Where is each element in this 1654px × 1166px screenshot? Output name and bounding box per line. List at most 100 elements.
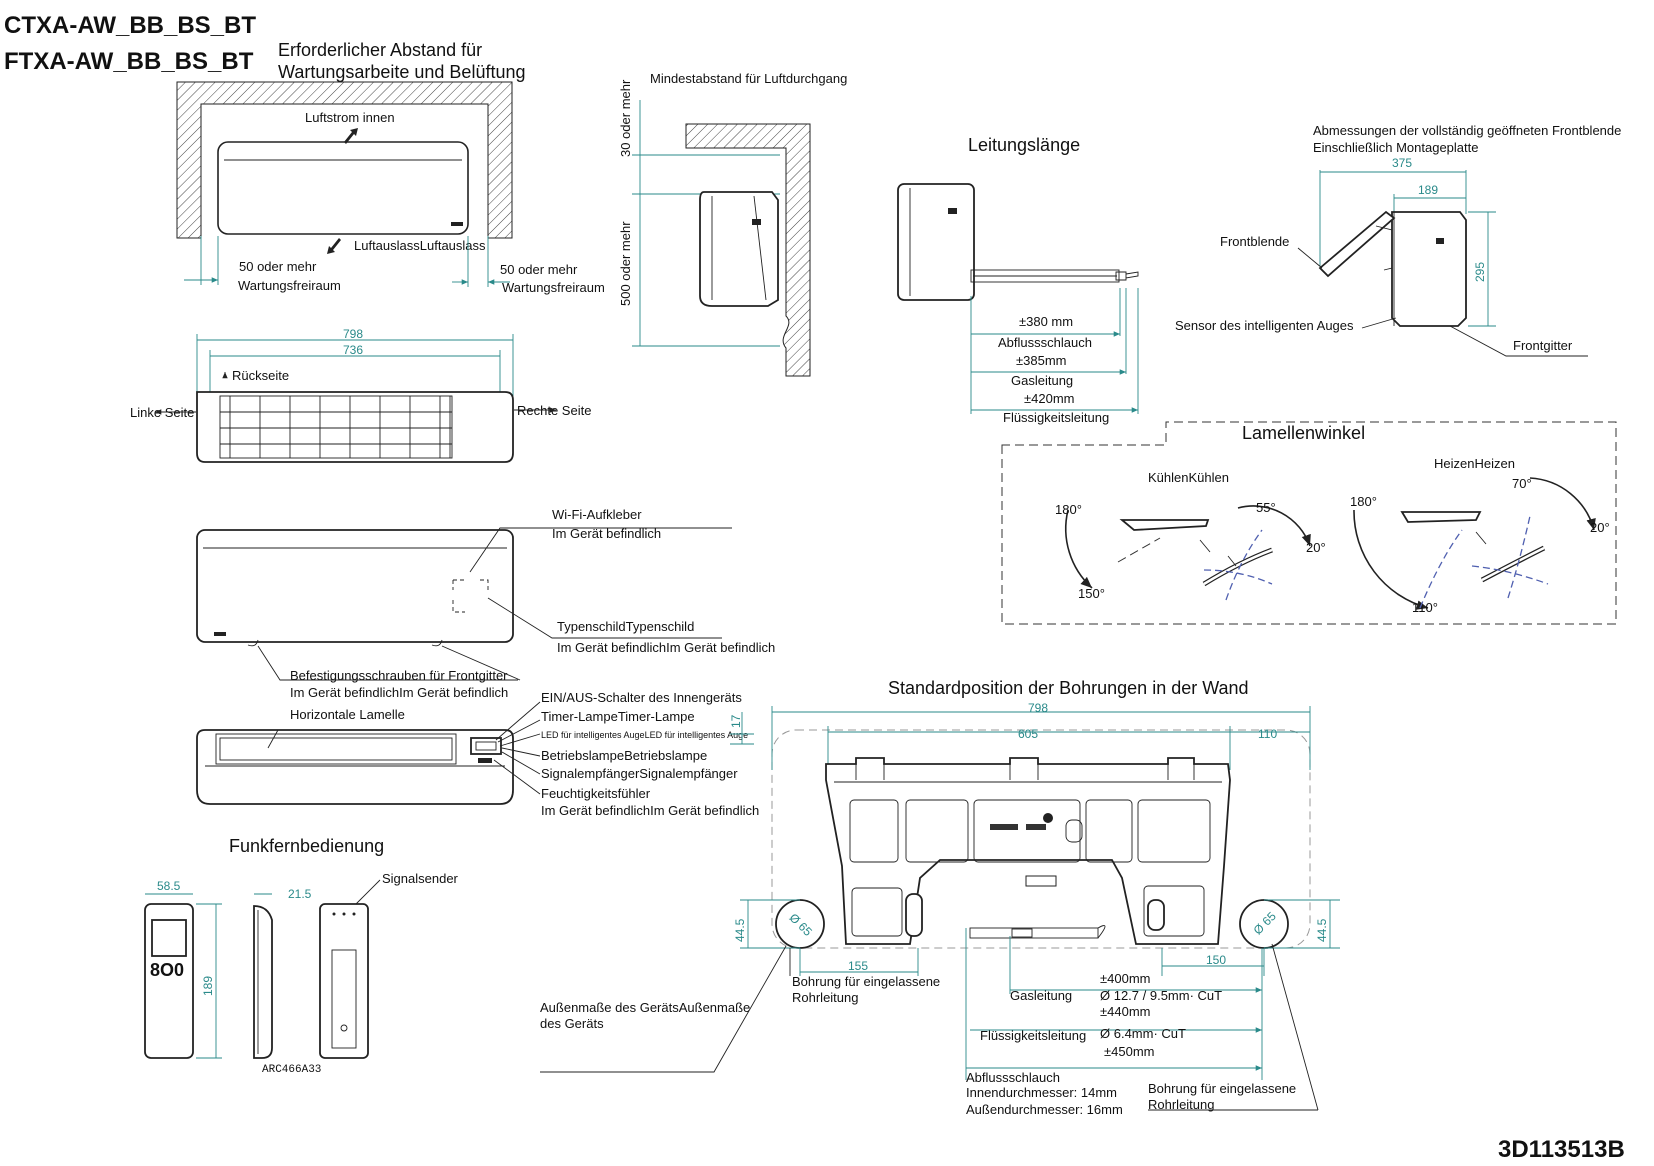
outer-dim-2: des Geräts — [540, 1016, 604, 1031]
signal-transmitter-label: Signalsender — [382, 871, 459, 886]
operation-label: BetriebslampeBetriebslampe — [541, 748, 707, 763]
bottom-clearance-value: 500 oder mehr — [618, 221, 633, 306]
signal-label: SignalempfängerSignalempfänger — [541, 766, 738, 781]
open-panel-depth: 189 — [1418, 183, 1438, 197]
bore-left-2: Rohrleitung — [792, 990, 859, 1005]
remote-width: 58.5 — [157, 879, 181, 893]
airflow-out-label: LuftauslassLuftauslass — [354, 238, 486, 253]
left-side-label: Linke Seite — [130, 405, 194, 420]
left-clearance-label: Wartungsfreiraum — [238, 278, 341, 293]
open-panel-title-1: Abmessungen der vollständig geöffneten F… — [1313, 123, 1621, 138]
led-label: LED für intelligentes AugeLED für intell… — [541, 730, 748, 740]
bore-right-2: Rohrleitung — [1148, 1097, 1215, 1112]
wall-drain-outer: Außendurchmesser: 16mm — [966, 1102, 1123, 1117]
front-grille-label: Frontgitter — [1513, 338, 1573, 353]
louver-angle-view: Lamellenwinkel KühlenKühlen 180° 150° 55… — [1001, 421, 1617, 625]
drawing-number: 3D113513B — [1498, 1136, 1625, 1163]
remote-screen — [151, 919, 187, 957]
bore-right-1: Bohrung für eingelassene — [1148, 1081, 1296, 1096]
remote-buttons: 8O0 — [150, 960, 184, 980]
indoor-unit-front — [217, 141, 469, 235]
ceiling-wall-hatch — [685, 123, 811, 377]
cooling-angle-20: 20° — [1306, 540, 1326, 555]
title-block: CTXA-AW_BB_BS_BT FTXA-AW_BB_BS_BT 3D1135… — [4, 12, 1625, 1163]
left-clearance-value: 50 oder mehr — [239, 259, 317, 274]
gas-label: Gasleitung — [1011, 373, 1073, 388]
louver-title: Lamellenwinkel — [1242, 423, 1365, 443]
screws-sub-label: Im Gerät befindlichIm Gerät befindlich — [290, 685, 508, 700]
heating-diagram: HeizenHeizen 180° 110° 70° 20° — [1350, 456, 1610, 615]
pipe-length-title: Leitungslänge — [968, 135, 1080, 155]
heating-angle-180: 180° — [1350, 494, 1377, 509]
remote-height: 189 — [201, 976, 215, 996]
top-view: 798 736 Rückseite Linke Seite Rechte Sei… — [130, 327, 591, 463]
bottom-view: Horizontale Lamelle EIN/AUS-Schalter des… — [196, 690, 759, 818]
wall-drain-label: Abflussschlauch — [966, 1070, 1060, 1085]
right-clearance-label: Wartungsfreiraum — [502, 280, 605, 295]
airflow-out-arrow-icon — [327, 238, 341, 254]
drain-length: ±380 mm — [1019, 314, 1073, 329]
clearance-title-1: Erforderlicher Abstand für — [278, 40, 482, 60]
side-clearance-title: Mindestabstand für Luftdurchgang — [650, 71, 847, 86]
bottom-dim-17: 17 — [729, 714, 743, 728]
wall-hatch — [176, 81, 513, 239]
rear-label: Rückseite — [232, 368, 289, 383]
model-line-1: CTXA-AW_BB_BS_BT — [4, 12, 256, 39]
indoor-unit-bottom — [196, 729, 514, 805]
wall-holes-view: Standardposition der Bohrungen in der Wa… — [540, 678, 1340, 1117]
open-panel-view: Abmessungen der vollständig geöffneten F… — [1175, 123, 1621, 357]
indoor-unit-front-view — [196, 529, 514, 643]
clearance-title-2: Wartungsarbeite und Belüftung — [278, 62, 526, 82]
humidity-sub-label: Im Gerät befindlichIm Gerät befindlich — [541, 803, 759, 818]
outer-dim-1: Außenmaße des GerätsAußenmaße — [540, 1000, 750, 1015]
unit-outline — [771, 729, 1311, 949]
bore-left-1: Bohrung für eingelassene — [792, 974, 940, 989]
open-panel-height: 295 — [1473, 262, 1487, 282]
remote-side — [253, 905, 273, 1059]
front-panel-label: Frontblende — [1220, 234, 1289, 249]
top-clearance-value: 30 oder mehr — [618, 79, 633, 157]
right-side-label: Rechte Seite — [517, 403, 591, 418]
liquid-label: Flüssigkeitsleitung — [1003, 410, 1109, 425]
heating-angle-110: 110° — [1412, 600, 1438, 615]
wall-dim-mid: 605 — [1018, 727, 1038, 741]
heating-angle-70: 70° — [1512, 476, 1532, 491]
top-view-inner: 736 — [343, 343, 363, 357]
cooling-angle-180: 180° — [1055, 502, 1082, 517]
remote-model: ARC466A33 — [262, 1064, 321, 1076]
indoor-unit-top — [196, 391, 514, 463]
airflow-in-arrow-icon — [344, 128, 358, 144]
open-panel-total: 375 — [1392, 156, 1412, 170]
side-clearance-view: Mindestabstand für Luftdurchgang 30 oder… — [618, 71, 847, 377]
wall-liquid-spec: Ø 6.4mm· CuT — [1100, 1026, 1186, 1041]
cooling-angle-55: 55° — [1256, 500, 1276, 515]
wall-dim-right-h: 44.5 — [1315, 918, 1329, 942]
louver-label: Horizontale Lamelle — [290, 707, 405, 722]
model-line-2: FTXA-AW_BB_BS_BT — [4, 48, 254, 75]
louver-frame — [1001, 421, 1617, 625]
control-panel — [470, 737, 502, 755]
screws-label: Befestigungsschrauben für Frontgitter — [290, 668, 508, 683]
liquid-length: ±420mm — [1024, 391, 1074, 406]
drain-label: Abflussschlauch — [998, 335, 1092, 350]
cooling-angle-150: 150° — [1078, 586, 1105, 601]
wall-dim-left-h: 44.5 — [733, 918, 747, 942]
pipe-length-view: Leitungslänge ±380 mm Abflussschlauch ±3… — [897, 135, 1139, 425]
front-panel-open — [1318, 210, 1396, 278]
wall-liquid-length: ±440mm — [1100, 1004, 1150, 1019]
heating-angle-20: 20° — [1590, 520, 1610, 535]
humidity-label: Feuchtigkeitsfühler — [541, 786, 651, 801]
cooling-diagram: KühlenKühlen 180° 150° 55° 20° — [1055, 470, 1326, 601]
gas-length: ±385mm — [1016, 353, 1066, 368]
wall-dim-150: 150 — [1206, 953, 1226, 967]
front-view: Wi-Fi-Aufkleber Im Gerät befindlich Type… — [196, 507, 775, 700]
wall-gas-label: Gasleitung — [1010, 988, 1072, 1003]
wall-drain-length: ±450mm — [1104, 1044, 1154, 1059]
airflow-in-label: Luftstrom innen — [305, 110, 395, 125]
wall-dim-155: 155 — [848, 959, 868, 973]
indoor-unit-open — [1391, 211, 1467, 327]
remote-back — [319, 903, 369, 1059]
right-clearance-value: 50 oder mehr — [500, 262, 578, 277]
wall-title: Standardposition der Bohrungen in der Wa… — [888, 678, 1249, 698]
